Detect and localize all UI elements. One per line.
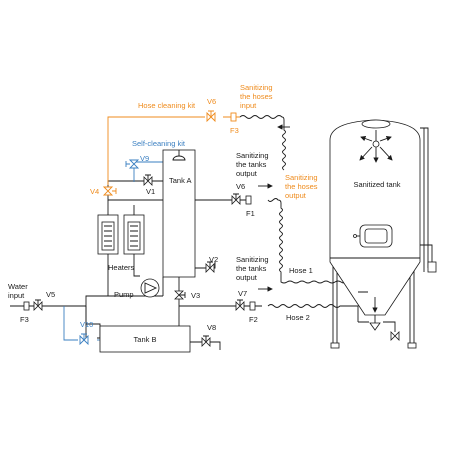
valve-v9[interactable] [125,159,140,169]
valve-v8-label: V8 [207,323,216,332]
valve-v7[interactable] [235,299,245,311]
valve-v6-orange[interactable] [206,110,216,123]
valve-icon [102,186,114,196]
valve-v1[interactable] [143,174,153,186]
orange-valves: V4 V6 F3 [90,97,239,196]
valve-icon [128,159,140,169]
filter-f3-orange-label: F3 [230,126,239,135]
tank-b: Tank B [99,325,191,353]
filter-icon [230,112,237,122]
valve-v6[interactable] [231,193,241,205]
blue-valves: V9 V10 [79,154,149,346]
spray-ball-icon [172,155,186,161]
blue-piping [63,161,175,341]
hoses [239,115,361,322]
water-input-label: Water input [8,282,30,300]
filter-icon [249,301,256,311]
valve-v10[interactable] [79,333,89,346]
valve-v5-label: V5 [46,290,55,299]
sanitized-tank-label: Sanitized tank [353,180,400,189]
tank-a: Tank A [162,149,196,278]
self-cleaning-kit-label: Self-cleaning kit [132,139,186,148]
black-piping [10,180,262,350]
tank-b-label: Tank B [134,335,157,344]
valve-v4-label: V4 [90,187,99,196]
sanitized-tank: Sanitized tank [329,119,437,349]
valve-v7-label: V7 [238,289,247,298]
valve-v10-label: V10 [80,320,93,329]
pump: Pump [114,278,160,299]
arrow-icon [359,146,373,161]
pump-label: Pump [114,290,134,299]
arrow-icon [360,136,373,142]
hose-1-label: Hose 1 [289,266,313,275]
valve-v2-label: V2 [209,255,218,264]
valve-v2[interactable] [205,261,215,273]
valve-v6-orange-label: V6 [207,97,216,106]
arrow-icon [379,146,393,161]
heaters-label: Heaters [108,263,135,272]
filter-f3-label: F3 [20,315,29,324]
spray-ball-icon [372,140,380,148]
filter-icon [23,301,30,311]
sanitizing-hoses-input-label: Sanitizing the hoses input [240,83,275,110]
sanitizing-hoses-output-label: Sanitizing the hoses output [285,173,320,200]
valve-v9-label: V9 [140,154,149,163]
valves: V1 V6 V2 V3 V5 V7 [33,174,247,347]
valve-v3[interactable] [174,290,186,300]
manway-icon [353,224,393,248]
tank-a-label: Tank A [169,176,192,185]
filter-f1-label: F1 [246,209,255,218]
filter-f2-label: F2 [249,315,258,324]
valve-v8[interactable] [201,335,211,347]
filter-icon [245,195,252,205]
heaters: Heaters [97,214,145,272]
filters: F1 F2 F3 [20,195,258,324]
sanitizing-tanks-output-1-label: Sanitizing the tanks output [236,151,271,178]
hose-2-label: Hose 2 [286,313,310,322]
sanitizing-tanks-output-2-label: Sanitizing the tanks output [236,255,271,282]
hose-cleaning-kit-label: Hose cleaning kit [138,101,196,110]
arrow-icon [379,136,392,142]
valve-v3-label: V3 [191,291,200,300]
valve-v6-label: V6 [236,182,245,191]
valve-v5[interactable] [33,299,43,311]
valve-v1-label: V1 [146,187,155,196]
valve-v4[interactable] [102,186,117,196]
